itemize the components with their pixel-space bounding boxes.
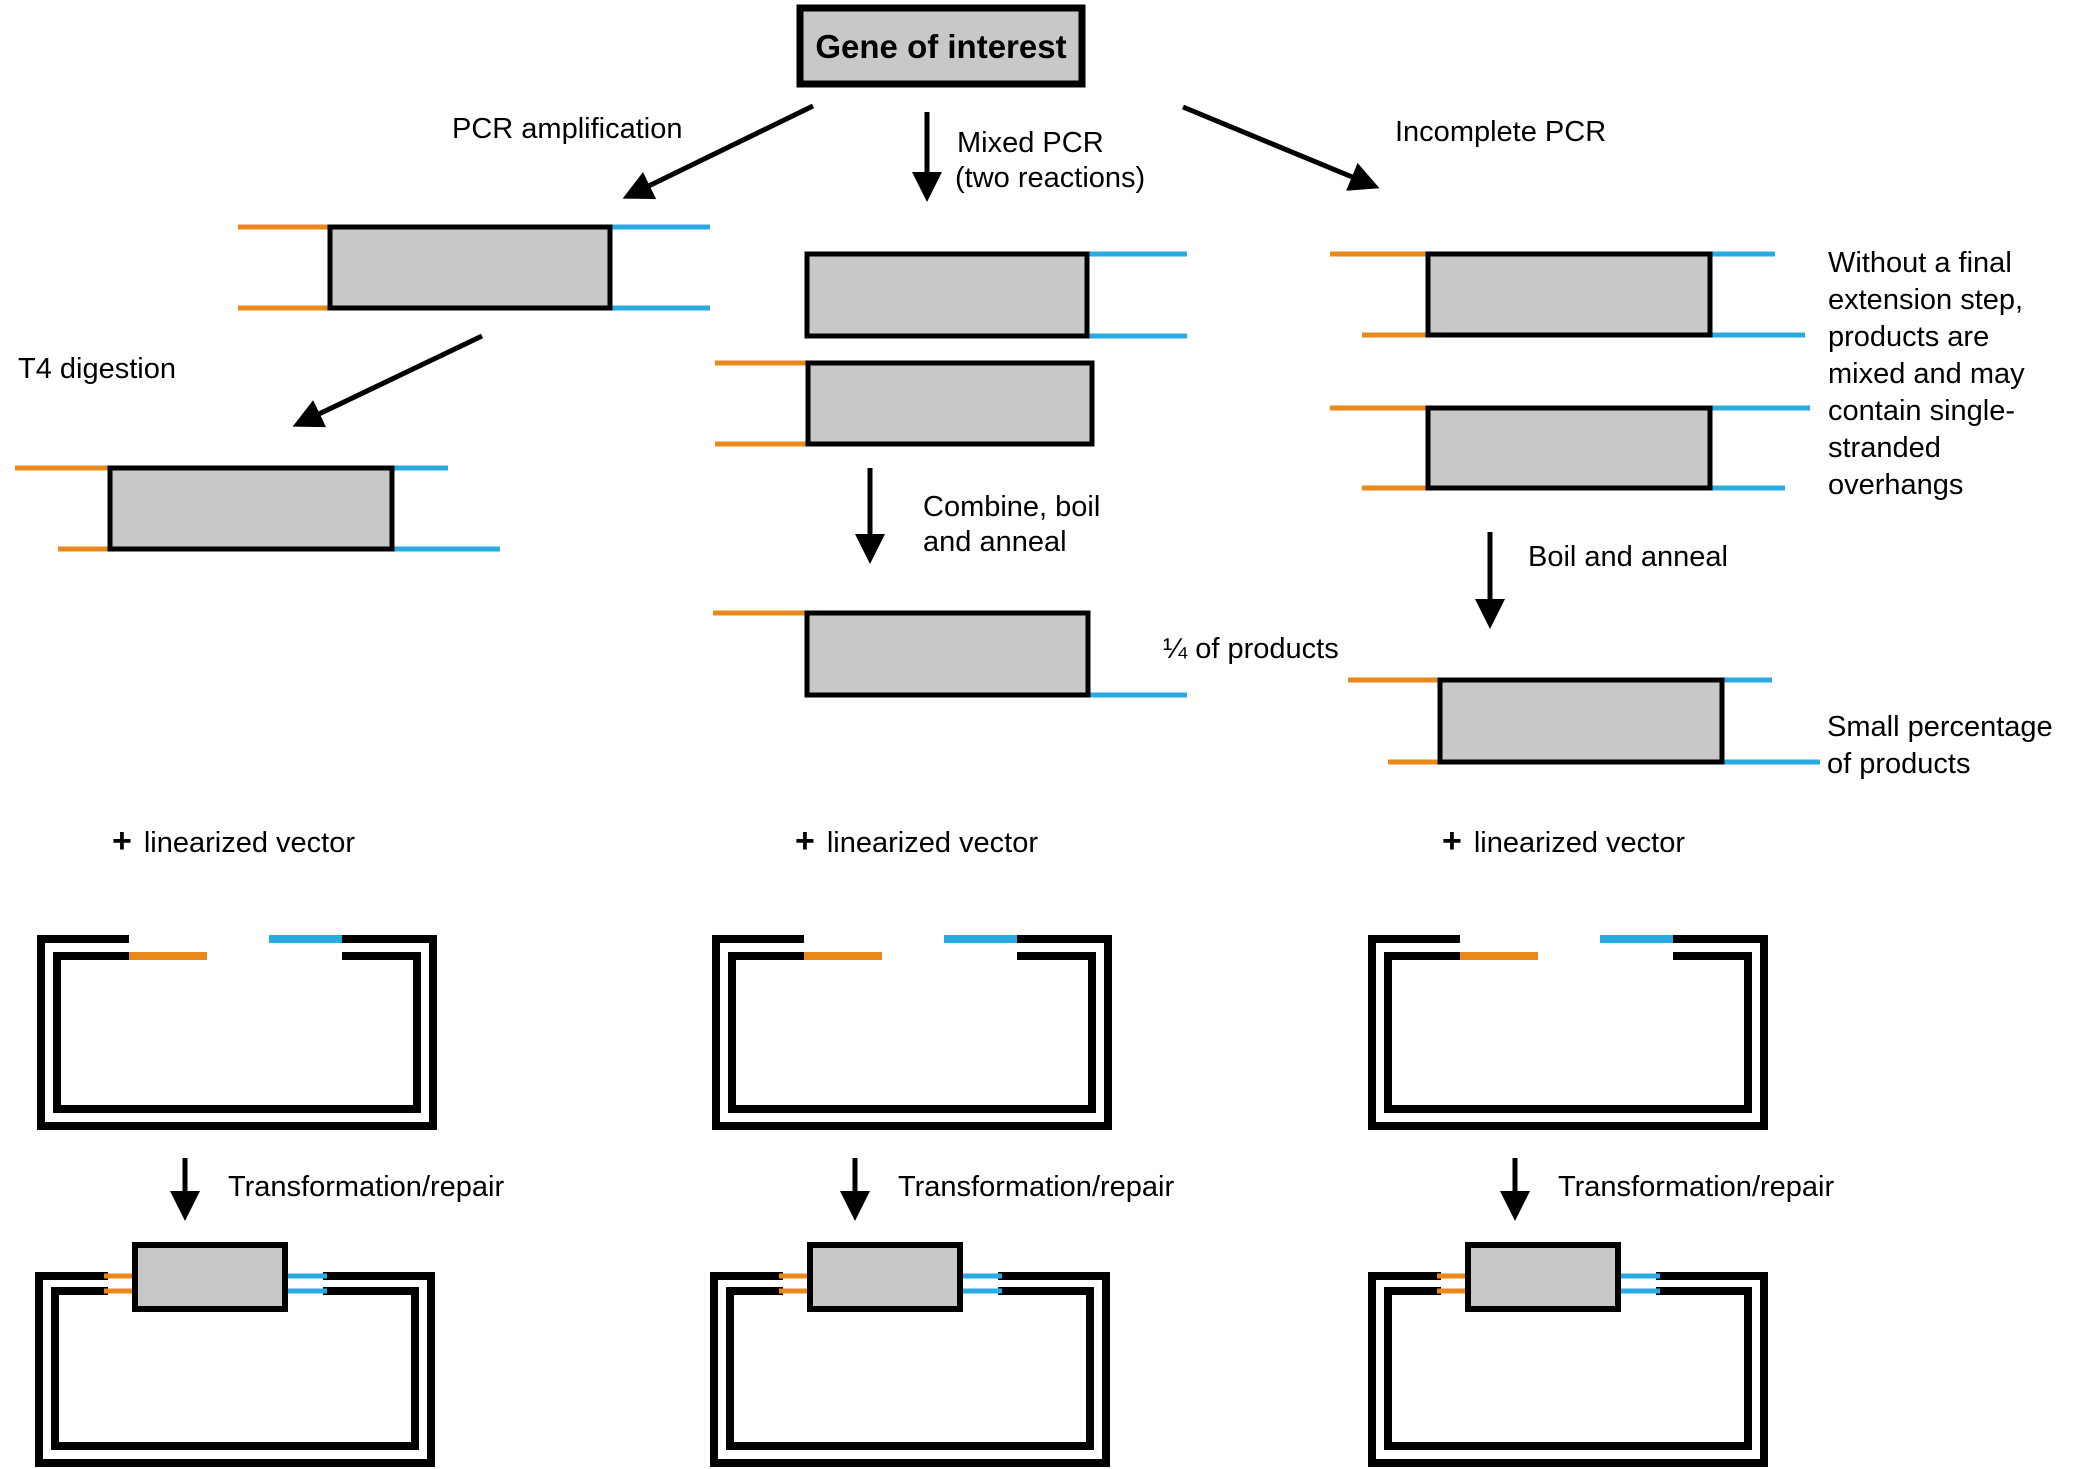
- construct-inner-strand: [51, 1287, 419, 1450]
- label-quarter-products: ¼ of products: [1163, 633, 1339, 665]
- small-percentage-note: Small percentage of products: [1827, 711, 2053, 780]
- dna-box: [1425, 251, 1713, 338]
- plus-sign: +: [795, 822, 815, 860]
- vector-inner-strand: [53, 952, 421, 1113]
- repaired-construct-left: [35, 1242, 435, 1467]
- label-linearized-vector: linearized vector: [144, 827, 355, 859]
- linearized-vector-left: [37, 935, 437, 1130]
- label-combine-boil-line2: and anneal: [923, 526, 1067, 558]
- arrow-t4-digestion: [292, 333, 484, 428]
- dna-box: [107, 465, 395, 552]
- label-linearized-vector: linearized vector: [1474, 827, 1685, 859]
- gene-box-label: Gene of interest: [815, 28, 1066, 65]
- arrow-to-incomplete-pcr: [1182, 104, 1380, 191]
- label-linearized-vector: linearized vector: [827, 827, 1038, 859]
- note-line: stranded: [1828, 432, 1941, 464]
- note-line: mixed and may: [1828, 358, 2025, 390]
- note-line: contain single-: [1828, 395, 2015, 427]
- svg-text:+linearized vector: + linearized vector: [112, 822, 355, 860]
- linearized-vector-right: [1368, 935, 1768, 1130]
- vector-outer-strand: [712, 935, 1112, 1130]
- plus-linearized-vector-right: + linearized vector: [1442, 822, 1685, 860]
- label-combine-boil-line1: Combine, boil: [923, 491, 1100, 523]
- construct-outer-strand: [710, 1272, 1110, 1467]
- note-line: extension step,: [1828, 284, 2023, 316]
- insert-box: [1465, 1242, 1621, 1312]
- plus-sign: +: [1442, 822, 1462, 860]
- dna-box: [1425, 405, 1713, 491]
- label-mixed-pcr-line2: (two reactions): [955, 162, 1145, 194]
- product-t4-digested: [15, 465, 500, 552]
- note-line: overhangs: [1828, 469, 1963, 501]
- insert-box: [807, 1242, 963, 1312]
- label-pcr-amplification: PCR amplification: [452, 113, 682, 145]
- construct-inner-strand: [1384, 1287, 1752, 1450]
- vector-outer-strand: [1368, 935, 1768, 1130]
- svg-text:+linearized vector: + linearized vector: [795, 822, 1038, 860]
- note-line: Small percentage: [1827, 711, 2053, 743]
- plus-linearized-vector-left: + linearized vector: [112, 822, 355, 860]
- label-mixed-pcr-line1: Mixed PCR: [957, 127, 1104, 159]
- product-annealed-small: [1348, 677, 1820, 765]
- label-transformation-left: Transformation/repair: [228, 1171, 504, 1203]
- dna-box: [804, 610, 1091, 698]
- insert-box: [132, 1242, 288, 1312]
- vector-inner-strand: [728, 952, 1096, 1113]
- incomplete-pcr-note: Without a final extension step, products…: [1828, 247, 2025, 501]
- label-incomplete-pcr: Incomplete PCR: [1395, 116, 1606, 148]
- product-pcr-left: [238, 224, 710, 311]
- product-incomplete-1: [1330, 251, 1805, 338]
- product-annealed-quarter: [713, 610, 1187, 698]
- note-line: products are: [1828, 321, 1989, 353]
- note-line: Without a final: [1828, 247, 2012, 279]
- repaired-construct-middle: [710, 1242, 1110, 1467]
- label-boil-anneal: Boil and anneal: [1528, 541, 1728, 573]
- vector-inner-strand: [1384, 952, 1752, 1113]
- note-line: of products: [1827, 748, 1970, 780]
- label-transformation-middle: Transformation/repair: [898, 1171, 1174, 1203]
- repaired-construct-right: [1368, 1242, 1768, 1467]
- product-mixed-reaction-1: [804, 251, 1187, 339]
- dna-box: [805, 360, 1095, 447]
- linearized-vector-middle: [712, 935, 1112, 1130]
- product-mixed-reaction-2: [715, 360, 1095, 447]
- gene-of-interest-node: Gene of interest: [796, 4, 1086, 88]
- dna-box: [804, 251, 1090, 339]
- dna-box: [327, 224, 613, 311]
- construct-inner-strand: [726, 1287, 1094, 1450]
- dna-box: [1437, 677, 1725, 765]
- arrow-to-pcr-amplification: [622, 103, 815, 199]
- label-t4-digestion: T4 digestion: [18, 353, 176, 385]
- product-incomplete-2: [1330, 405, 1810, 491]
- plus-sign: +: [112, 822, 132, 860]
- label-transformation-right: Transformation/repair: [1558, 1171, 1834, 1203]
- plus-linearized-vector-middle: + linearized vector: [795, 822, 1038, 860]
- svg-text:+linearized vector: + linearized vector: [1442, 822, 1685, 860]
- gene-box: [796, 4, 1086, 88]
- construct-outer-strand: [1368, 1272, 1768, 1467]
- construct-outer-strand: [35, 1272, 435, 1467]
- vector-outer-strand: [37, 935, 437, 1130]
